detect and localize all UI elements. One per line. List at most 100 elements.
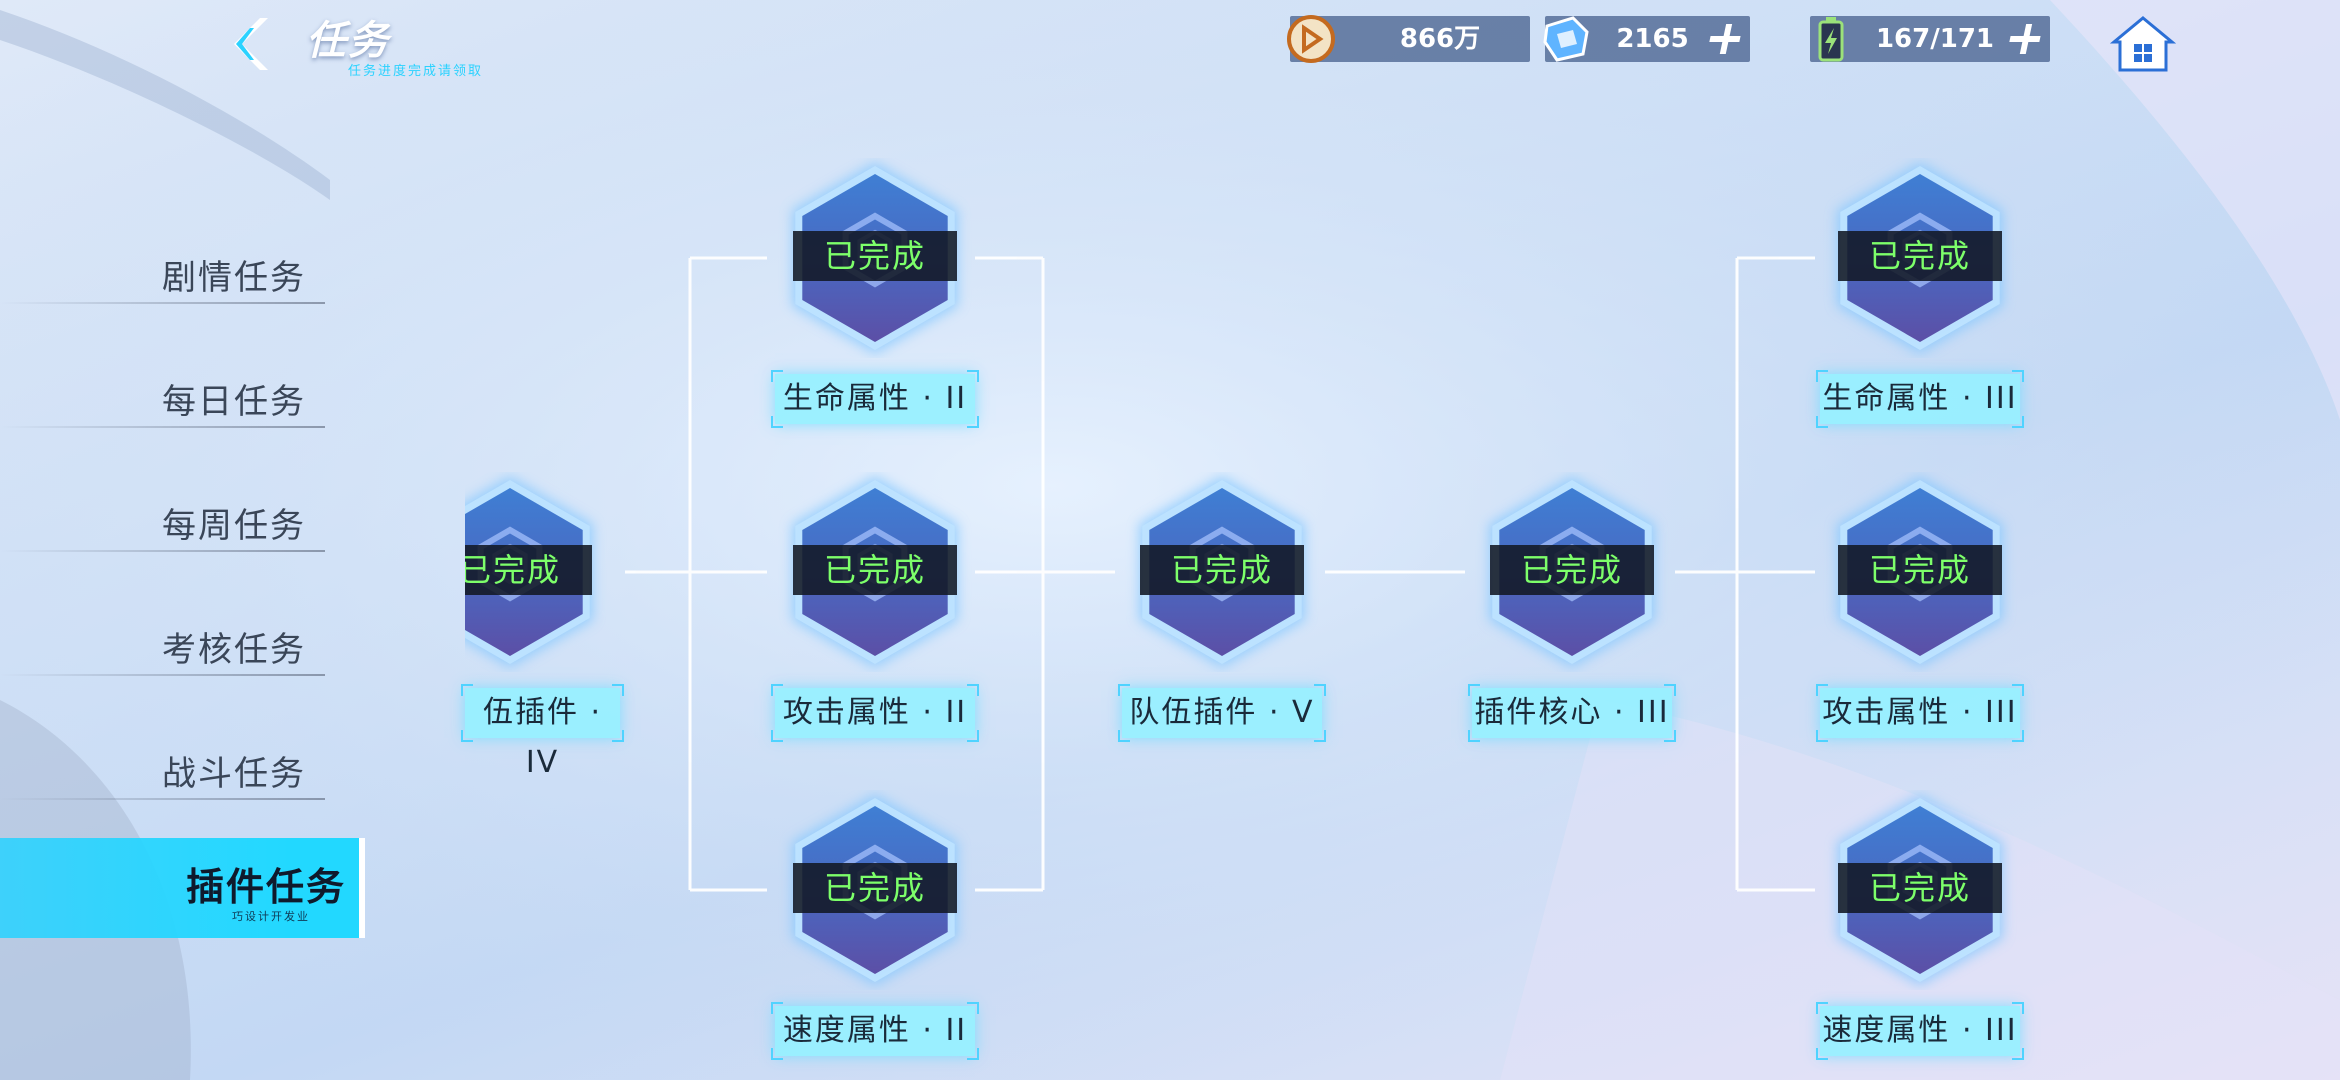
home-icon[interactable] — [2110, 14, 2176, 74]
page-subtitle: 任务进度完成请领取 — [348, 64, 484, 79]
label-corner — [771, 416, 783, 428]
label-corner — [461, 730, 473, 742]
page-title: 任务 — [306, 18, 390, 64]
node-label: 速度属性 · II — [771, 1002, 979, 1060]
label-corner — [1816, 1048, 1828, 1060]
label-corner — [1118, 684, 1130, 696]
label-corner — [771, 1048, 783, 1060]
node-label: 攻击属性 · III — [1816, 684, 2024, 742]
tab-story-label: 剧情任务 — [162, 258, 306, 298]
crystal-value: 2165 — [1616, 24, 1689, 54]
label-corner — [612, 684, 624, 696]
tab-exam-label: 考核任务 — [162, 630, 306, 670]
label-corner — [1664, 684, 1676, 696]
label-corner — [1314, 684, 1326, 696]
label-corner — [1816, 1002, 1828, 1014]
tab-divider — [0, 550, 325, 552]
label-corner — [461, 684, 473, 696]
label-corner — [1816, 416, 1828, 428]
node-label: 速度属性 · III — [1816, 1002, 2024, 1060]
gold-resource: 866万 — [1287, 15, 1530, 63]
label-corner — [2012, 684, 2024, 696]
label-corner — [1816, 684, 1828, 696]
node-label: 攻击属性 · II — [771, 684, 979, 742]
node-label: 队伍插件 · V — [1118, 684, 1326, 742]
tab-exam[interactable]: 考核任务 — [0, 604, 325, 684]
label-corner — [967, 1048, 979, 1060]
active-tab-edge — [359, 838, 365, 938]
tab-battle-label: 战斗任务 — [162, 754, 306, 794]
label-corner — [1664, 730, 1676, 742]
tree-node[interactable]: 已完成 — [775, 472, 975, 672]
tree-node[interactable]: 已完成 — [1820, 790, 2020, 990]
coin-icon — [1287, 15, 1335, 63]
add-stamina-plus-icon[interactable] — [2006, 20, 2044, 58]
tab-daily[interactable]: 每日任务 — [0, 356, 325, 436]
node-label: 生命属性 · II — [771, 370, 979, 428]
tree-node[interactable]: 已完成 — [775, 790, 975, 990]
node-status: 已完成 — [793, 545, 957, 595]
node-status: 已完成 — [465, 545, 592, 595]
label-corner — [1468, 730, 1480, 742]
node-status: 已完成 — [1838, 545, 2002, 595]
tab-divider — [0, 426, 325, 428]
label-corner — [771, 370, 783, 382]
crystal-resource: 2165 — [1543, 16, 1750, 62]
label-corner — [2012, 370, 2024, 382]
node-status: 已完成 — [1838, 863, 2002, 913]
label-corner — [612, 730, 624, 742]
tab-divider — [0, 798, 325, 800]
label-corner — [771, 730, 783, 742]
label-corner — [967, 370, 979, 382]
node-status: 已完成 — [1140, 545, 1304, 595]
plugin-tree — [465, 0, 2340, 1080]
node-label: 生命属性 · III — [1816, 370, 2024, 428]
tree-node[interactable]: 已完成 — [1820, 158, 2020, 358]
label-corner — [967, 730, 979, 742]
tab-weekly[interactable]: 每周任务 — [0, 480, 325, 560]
node-label: 伍插件 · IV — [461, 684, 624, 780]
battery-icon — [1818, 17, 1844, 62]
label-corner — [771, 1002, 783, 1014]
stamina-value: 167/171 — [1875, 24, 1995, 54]
label-corner — [1468, 684, 1480, 696]
gold-value: 866万 — [1399, 24, 1481, 54]
tab-divider — [0, 674, 325, 676]
label-corner — [1118, 730, 1130, 742]
stamina-resource: 167/171 — [1810, 16, 2050, 62]
tree-node[interactable]: 已完成 — [1820, 472, 2020, 672]
label-corner — [2012, 1048, 2024, 1060]
label-corner — [1816, 730, 1828, 742]
tab-plugin-sub: 巧设计开发业 — [232, 910, 310, 923]
tab-story[interactable]: 剧情任务 — [0, 232, 325, 312]
node-status: 已完成 — [793, 231, 957, 281]
node-status: 已完成 — [1838, 231, 2002, 281]
tab-battle[interactable]: 战斗任务 — [0, 728, 325, 808]
tab-plugin-label: 插件任务 — [186, 865, 347, 909]
label-corner — [1816, 370, 1828, 382]
label-corner — [967, 416, 979, 428]
label-corner — [1314, 730, 1326, 742]
tree-node[interactable]: 已完成 — [775, 158, 975, 358]
tree-node[interactable]: 已完成 — [465, 472, 610, 672]
label-corner — [967, 684, 979, 696]
hexagon-badge-icon — [791, 794, 959, 986]
node-label: 插件核心 · III — [1468, 684, 1676, 742]
back-chevron-icon[interactable] — [220, 14, 280, 74]
tab-weekly-label: 每周任务 — [162, 506, 306, 546]
tab-daily-label: 每日任务 — [162, 382, 306, 422]
crystal-icon — [1543, 16, 1589, 62]
add-crystal-plus-icon[interactable] — [1706, 20, 1744, 58]
node-status: 已完成 — [1490, 545, 1654, 595]
tree-node[interactable]: 已完成 — [1472, 472, 1672, 672]
label-corner — [2012, 730, 2024, 742]
tab-divider — [0, 302, 325, 304]
label-corner — [771, 684, 783, 696]
node-status: 已完成 — [793, 863, 957, 913]
tab-plugin[interactable]: 插件任务 巧设计开发业 — [0, 838, 365, 938]
label-corner — [2012, 1002, 2024, 1014]
tree-node[interactable]: 已完成 — [1122, 472, 1322, 672]
label-corner — [2012, 416, 2024, 428]
tree-connectors — [625, 256, 1815, 892]
label-corner — [967, 1002, 979, 1014]
